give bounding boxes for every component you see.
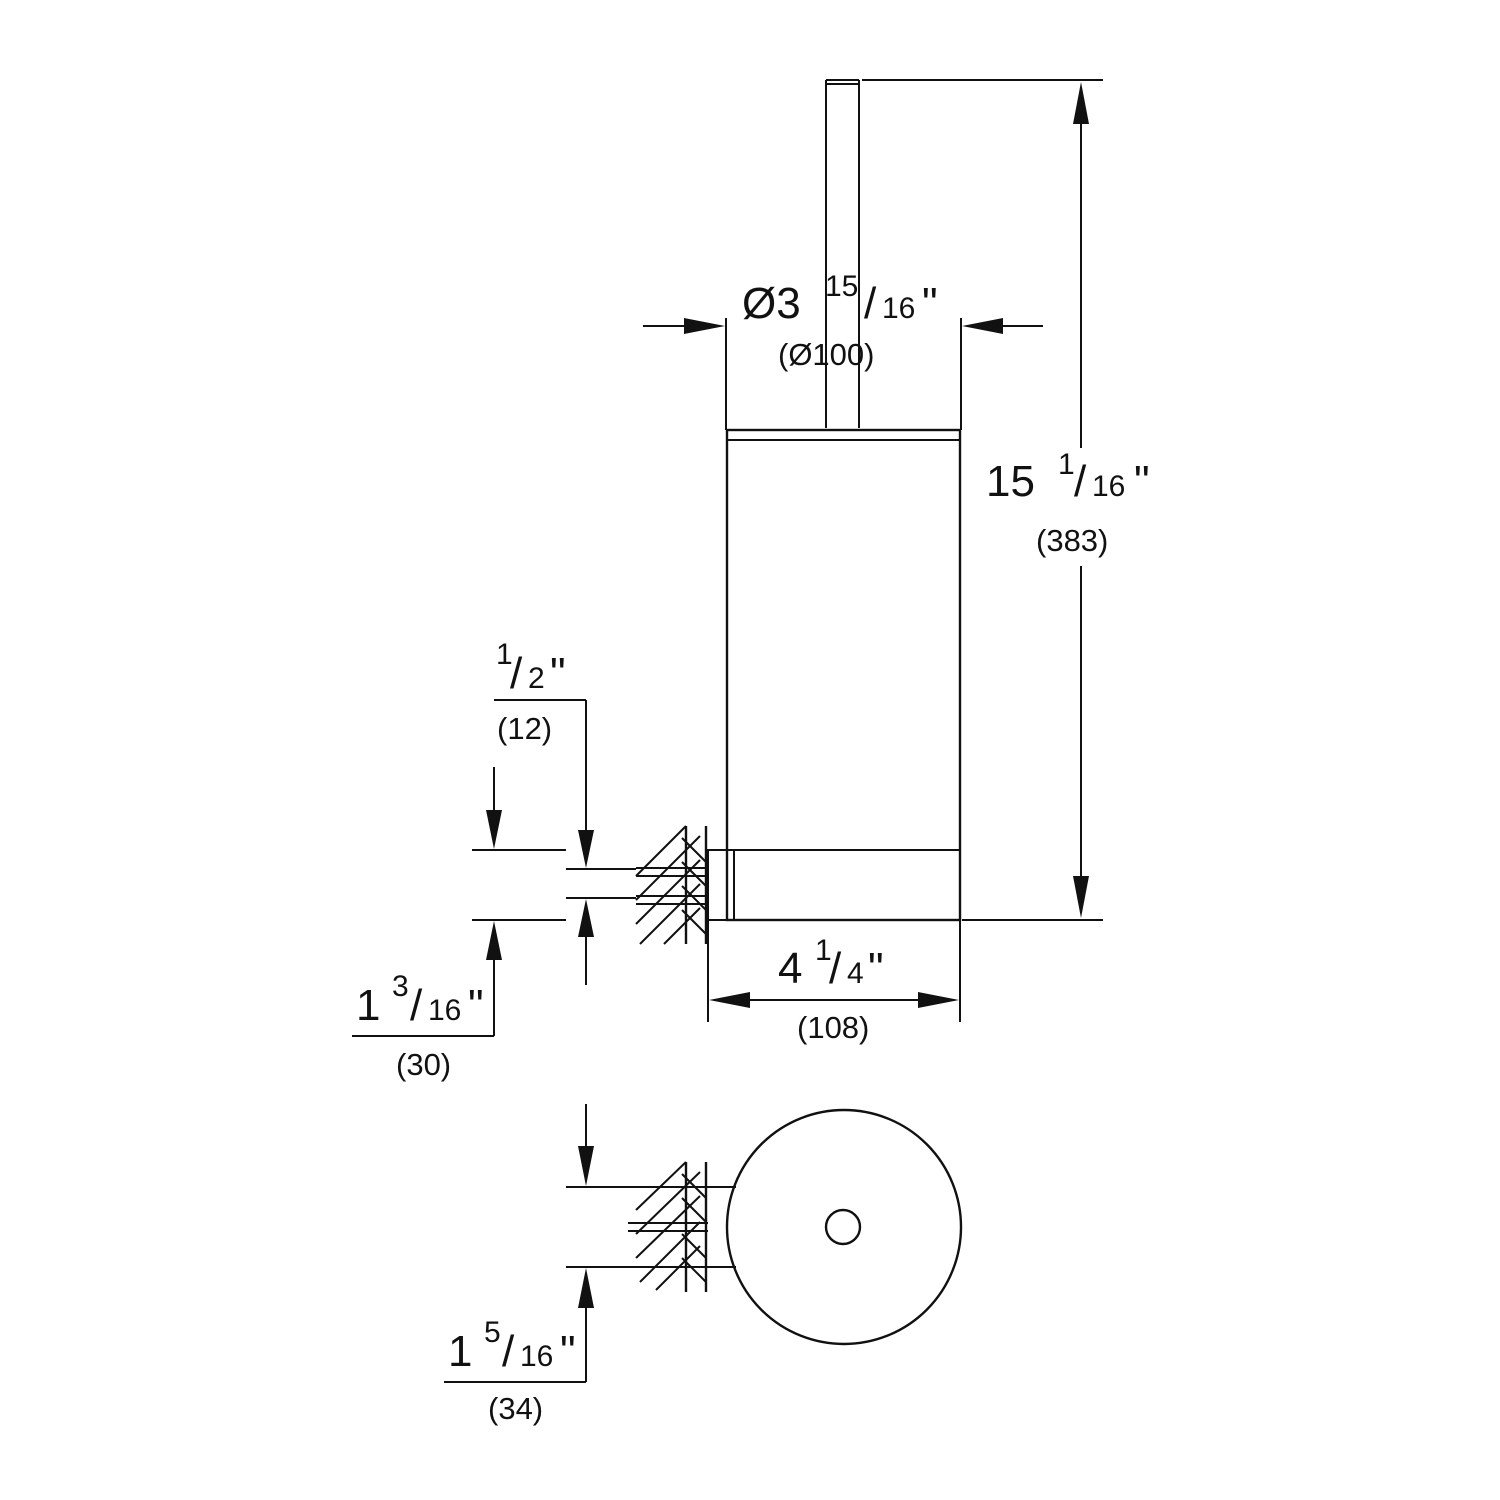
diameter-whole: Ø3 <box>742 279 801 328</box>
wall-mount-bracket-top <box>628 1161 736 1292</box>
offset-denominator: 2 <box>528 662 545 695</box>
height-whole: 15 <box>986 457 1035 506</box>
diameter-numerator: 15 <box>825 270 858 303</box>
diameter-dimension <box>643 318 1043 430</box>
mount-width-unit: " <box>560 1327 576 1376</box>
depth-slash: / <box>829 944 842 993</box>
base-height-mm: (30) <box>396 1047 451 1082</box>
diameter-denominator: 16 <box>882 292 915 325</box>
wall-mount-bracket-side <box>635 825 735 945</box>
base-height-unit: " <box>468 981 484 1030</box>
offset-numerator: 1 <box>496 638 513 671</box>
mount-width-denominator: 16 <box>520 1340 553 1373</box>
mount-width-numerator: 5 <box>484 1316 501 1349</box>
base-height-whole: 1 <box>356 981 380 1030</box>
depth-denominator: 4 <box>847 957 864 990</box>
mount-width-label: 1 5 / 16 " (34) <box>448 1316 576 1426</box>
base-height-label: 1 3 / 16 " (30) <box>356 970 484 1082</box>
height-unit: " <box>1134 457 1150 506</box>
base-height-dimension <box>352 767 566 1037</box>
diameter-unit: " <box>922 279 938 328</box>
offset-slash: / <box>510 649 523 698</box>
container-body <box>725 428 962 922</box>
height-slash: / <box>1074 457 1087 506</box>
offset-label: 1 / 2 " (12) <box>496 638 566 746</box>
depth-label: 4 1 / 4 " (108) <box>778 934 884 1045</box>
mount-width-dimension <box>444 1104 708 1383</box>
mount-width-mm: (34) <box>488 1391 543 1426</box>
base-height-numerator: 3 <box>392 970 409 1003</box>
mount-width-slash: / <box>502 1327 515 1376</box>
brush-handle <box>825 79 860 428</box>
depth-whole: 4 <box>778 944 802 993</box>
depth-dimension <box>707 920 961 1022</box>
offset-dimension <box>494 699 636 985</box>
height-denominator: 16 <box>1092 470 1125 503</box>
diameter-mm: (Ø100) <box>778 337 874 372</box>
depth-unit: " <box>868 944 884 993</box>
height-numerator: 1 <box>1058 448 1075 481</box>
container-top-view <box>725 1108 963 1346</box>
depth-numerator: 1 <box>815 934 832 967</box>
base-height-slash: / <box>410 981 423 1030</box>
height-dimension <box>862 79 1103 921</box>
depth-mm: (108) <box>797 1010 869 1045</box>
base-height-denominator: 16 <box>428 994 461 1027</box>
offset-mm: (12) <box>497 711 552 746</box>
diameter-label: Ø3 15 / 16 " (Ø100) <box>742 270 938 372</box>
mount-width-whole: 1 <box>448 1327 472 1376</box>
height-label: 15 1 / 16 " (383) <box>986 448 1150 558</box>
diameter-slash: / <box>864 279 877 328</box>
offset-unit: " <box>550 649 566 698</box>
height-mm: (383) <box>1036 523 1108 558</box>
